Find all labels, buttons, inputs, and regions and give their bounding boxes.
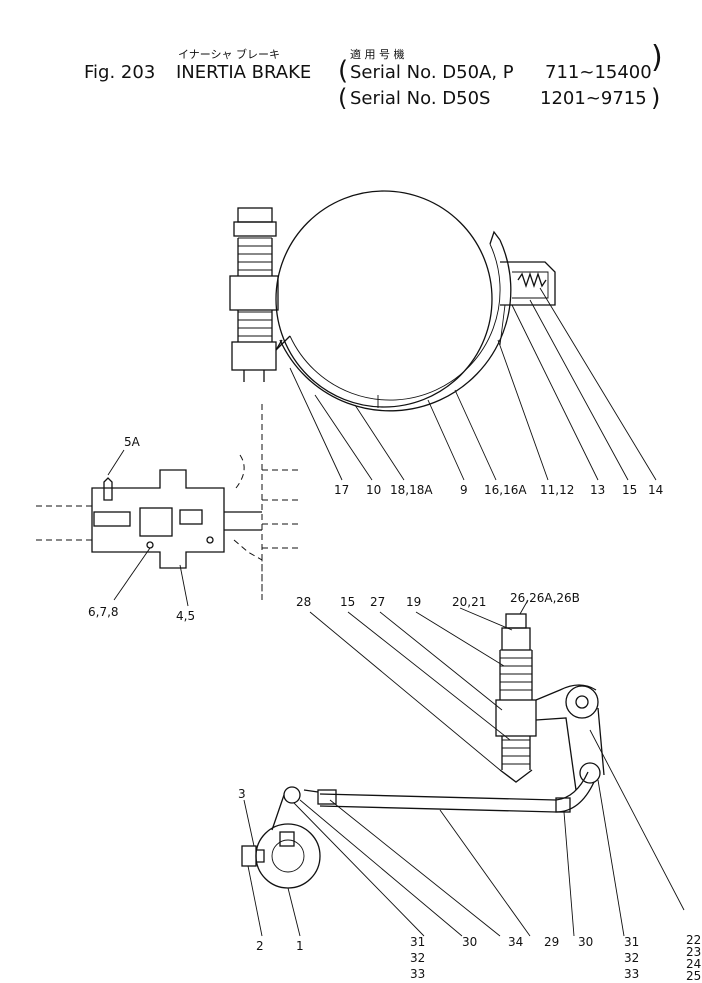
lever-pivot <box>565 685 599 719</box>
hub <box>91 469 225 569</box>
callout-2: 2 <box>256 939 264 953</box>
serial-line-2: Serial No. D50S <box>350 88 491 109</box>
callout-33b: 33 <box>624 967 639 981</box>
collar <box>255 823 321 889</box>
callout-13: 13 <box>590 483 605 497</box>
callout-14: 14 <box>648 483 663 497</box>
bolt-5a <box>103 477 113 501</box>
callout-28: 28 <box>296 595 311 609</box>
callout-19: 19 <box>406 595 421 609</box>
paren-open-1: ( <box>338 56 349 86</box>
callout-1: 1 <box>296 939 304 953</box>
callout-4: 4,5 <box>176 609 195 623</box>
serial-line-1: Serial No. D50A, P <box>350 62 514 83</box>
callout-33a: 33 <box>410 967 425 981</box>
callout-31b: 31 <box>624 935 639 949</box>
link-rod <box>319 771 589 801</box>
callout-3: 3 <box>238 787 246 801</box>
serial-range-2: 1201~9715 <box>540 88 647 109</box>
applicable-jp: 適 用 号 機 <box>350 48 405 61</box>
set-bolt <box>241 845 257 867</box>
title-jp: イナーシャ ブレーキ <box>178 48 281 61</box>
lock-nut <box>229 275 279 311</box>
screw-nut <box>495 699 537 737</box>
paren-close-1: ) <box>651 40 663 75</box>
brake-band <box>279 239 512 412</box>
linkage-assembly <box>241 599 685 937</box>
shaft-hub-view <box>36 404 300 607</box>
callout-23: 23 <box>686 945 701 959</box>
band-bracket <box>500 261 556 306</box>
brake-drum-assembly <box>229 190 657 481</box>
callout-10: 10 <box>366 483 381 497</box>
callout-34: 34 <box>508 935 523 949</box>
callout-6: 6,7,8 <box>88 605 119 619</box>
callout-22: 22 <box>686 933 701 947</box>
callout-30a: 30 <box>462 935 477 949</box>
callout-24: 24 <box>686 957 701 971</box>
callout-18: 18,18A <box>390 483 433 497</box>
callout-16: 16,16A <box>484 483 527 497</box>
serial-range-1: 711~15400 <box>545 62 652 83</box>
callout-5a: 5A <box>124 435 141 449</box>
title: INERTIA BRAKE <box>176 62 312 83</box>
fig-label: Fig. 203 <box>84 62 156 83</box>
callout-11: 11,12 <box>540 483 574 497</box>
callout-15: 15 <box>622 483 637 497</box>
callout-31a: 31 <box>410 935 425 949</box>
callout-30b: 30 <box>578 935 593 949</box>
callout-26: 26,26A,26B <box>510 591 580 605</box>
callout-17: 17 <box>334 483 349 497</box>
callout-25: 25 <box>686 969 701 983</box>
paren-close-2: ) <box>651 84 661 112</box>
callout-32b: 32 <box>624 951 639 965</box>
adjust-rod <box>229 207 291 382</box>
callout-20: 20,21 <box>452 595 486 609</box>
callout-9: 9 <box>460 483 468 497</box>
callout-27: 27 <box>370 595 385 609</box>
callout-32a: 32 <box>410 951 425 965</box>
paren-open-2: ( <box>338 84 348 112</box>
callout-15b: 15 <box>340 595 355 609</box>
adjust-spring <box>517 271 547 289</box>
brake-drum <box>275 190 493 408</box>
callout-29: 29 <box>544 935 559 949</box>
